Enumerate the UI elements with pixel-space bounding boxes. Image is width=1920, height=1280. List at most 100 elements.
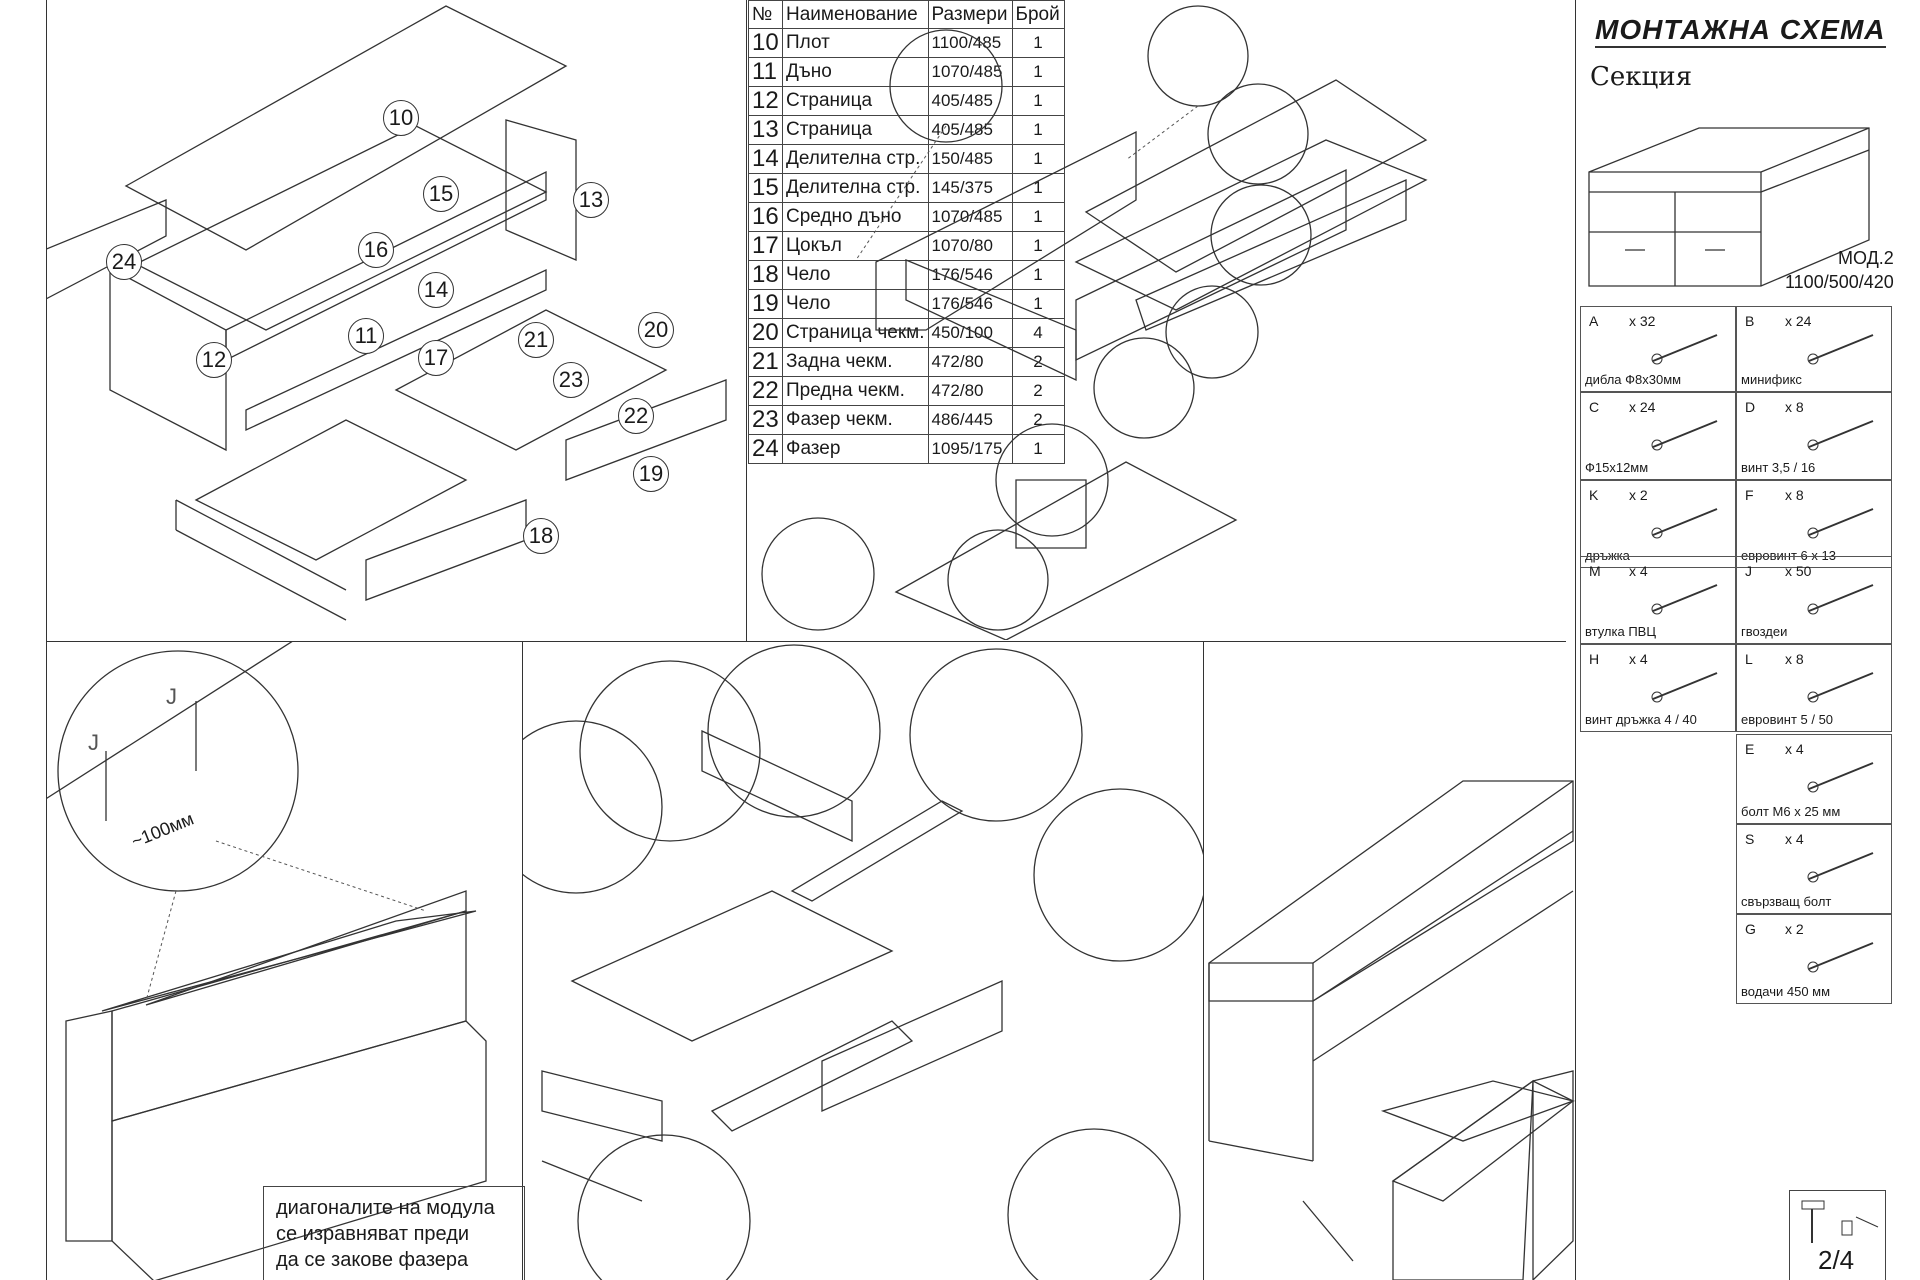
hardware-letter: D (1745, 399, 1756, 415)
part-qty: 4 (1011, 318, 1065, 349)
part-no: 13 (748, 115, 783, 146)
part-number-label: 22 (618, 398, 654, 434)
page-title: МОНТАЖНА СХЕМА (1595, 14, 1886, 48)
model-name: МОД.2 (1837, 248, 1894, 268)
screw-icon (1807, 420, 1874, 451)
col-name: Наименование (782, 0, 929, 30)
divider-horizontal-main (46, 641, 1566, 642)
part-no: 17 (748, 231, 783, 262)
hardware-label: евровинт 5 / 50 (1741, 712, 1834, 727)
hardware-label: Ф15x12мм (1585, 460, 1649, 475)
nail-label-left: J (88, 730, 99, 755)
part-qty: 2 (1011, 405, 1065, 436)
part-number-label: 11 (348, 318, 384, 354)
cabinet-preview-image (1588, 127, 1870, 287)
hardware-letter: S (1745, 831, 1755, 847)
hardware-count: x 4 (1629, 563, 1648, 579)
hardware-letter: L (1745, 651, 1753, 667)
hardware-count: x 50 (1785, 563, 1812, 579)
hardware-letter: E (1745, 741, 1755, 757)
part-number-label: 20 (638, 312, 674, 348)
col-qty: Брой (1011, 0, 1065, 30)
hardware-count: x 4 (1785, 831, 1804, 847)
col-no: № (748, 0, 783, 30)
hardware-label: минификс (1741, 372, 1802, 387)
divider-vertical-bottom-2 (1203, 641, 1204, 1280)
bolt-icon (1807, 762, 1874, 793)
hardware-count: x 8 (1785, 487, 1804, 503)
part-number-label: 19 (633, 456, 669, 492)
part-number-label: 17 (418, 340, 454, 376)
exploded-view-drawing (46, 5, 727, 621)
hardware-count: x 4 (1785, 741, 1804, 757)
handle-screw-icon (1651, 672, 1718, 703)
part-name: Страница чекм. (782, 318, 929, 349)
hardware-letter: G (1745, 921, 1756, 937)
drawer-slide-icon (1807, 942, 1874, 973)
part-qty: 1 (1011, 260, 1065, 291)
part-qty: 1 (1011, 434, 1065, 465)
page-number-box: 2/4 (1789, 1190, 1886, 1280)
part-number-label: 14 (418, 272, 454, 308)
part-name: Задна чекм. (782, 347, 929, 378)
hammer-icon (1801, 1200, 1879, 1243)
part-no: 12 (748, 86, 783, 117)
hardware-count: x 24 (1785, 313, 1812, 329)
part-name: Делителна стр. (782, 144, 929, 175)
part-number-label: 10 (383, 100, 419, 136)
part-name: Фазер (782, 434, 929, 465)
drawer-assembly-drawing (522, 644, 1203, 1280)
final-assembly-drawing (1208, 780, 1575, 1280)
divider-vertical-bottom-1 (522, 641, 523, 1280)
part-no: 19 (748, 289, 783, 320)
parts-table-header: № Наименование Размери Брой (748, 0, 1065, 30)
hardware-label: дибла Ф8x30мм (1585, 372, 1682, 387)
hardware-letter: H (1589, 651, 1600, 667)
part-name: Страница (782, 115, 929, 146)
nail-label-right: J (166, 684, 177, 709)
note-line-3: да се закове фазера (276, 1249, 469, 1271)
part-no: 18 (748, 260, 783, 291)
part-name: Цокъл (782, 231, 929, 262)
part-size: 145/375 (927, 173, 1013, 204)
hardware-label: втулка ПВЦ (1585, 624, 1656, 639)
hardware-label: евровинт 6 x 13 (1741, 548, 1836, 563)
hardware-letter: F (1745, 487, 1754, 503)
hardware-letter: B (1745, 313, 1755, 329)
hardware-count: x 32 (1629, 313, 1656, 329)
hardware-count: x 8 (1785, 651, 1804, 667)
part-name: Чело (782, 289, 929, 320)
sleeve-icon (1651, 584, 1718, 615)
part-no: 21 (748, 347, 783, 378)
hardware-letter: J (1745, 563, 1752, 579)
part-size: 472/80 (927, 376, 1013, 407)
nail-icon (1807, 584, 1874, 615)
col-size: Размери (927, 0, 1013, 30)
model-dimensions: 1100/500/420 (1785, 272, 1894, 292)
hardware-letter: C (1589, 399, 1600, 415)
page-subtitle: Секция (1590, 62, 1692, 92)
assembly-note: диагоналите на модула се изравняват пред… (263, 1186, 525, 1280)
part-size: 1070/80 (927, 231, 1013, 262)
hardware-letter: A (1589, 313, 1599, 329)
euroscrew-icon (1807, 508, 1874, 539)
